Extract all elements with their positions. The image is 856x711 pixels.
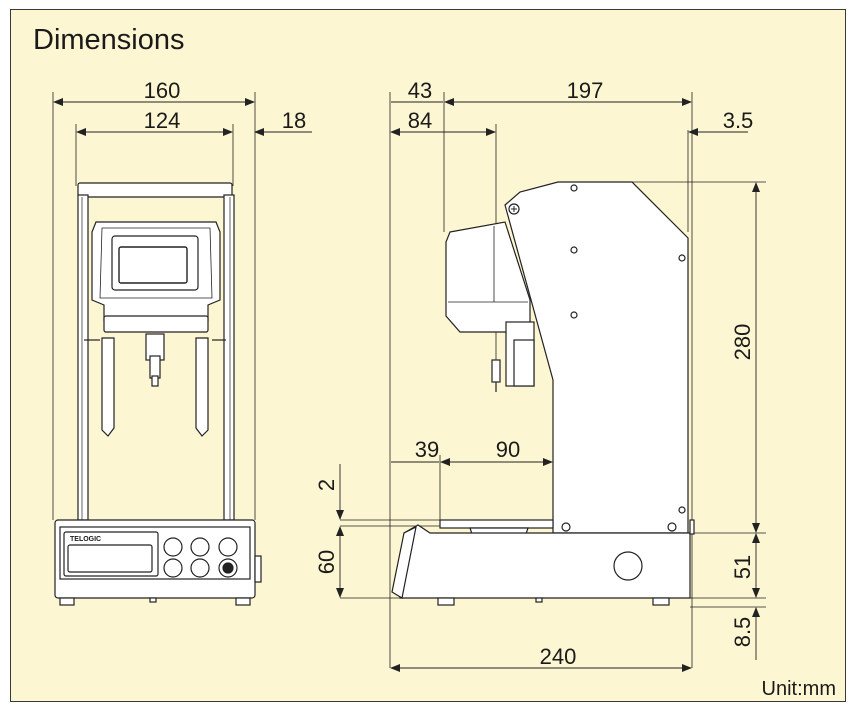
dim-label-head-overhang: 43 bbox=[408, 78, 432, 103]
dim-label-head-depth: 197 bbox=[567, 78, 604, 103]
dim-label-base-height: 60 bbox=[314, 550, 339, 574]
front-machine-body bbox=[54, 182, 262, 606]
side-machine-body bbox=[391, 181, 695, 606]
dim-label-stage-offset: 39 bbox=[415, 437, 439, 462]
dim-label-stage-depth: 90 bbox=[496, 437, 520, 462]
dim-label-foot-height: 8.5 bbox=[730, 617, 755, 648]
dim-label-side-offset: 18 bbox=[282, 108, 306, 133]
dim-label-height-upper: 280 bbox=[730, 324, 755, 361]
dim-label-indenter-offset: 84 bbox=[408, 108, 432, 133]
page-title: Dimensions bbox=[33, 24, 185, 56]
dim-label-total-depth: 240 bbox=[540, 644, 577, 669]
dim-label-rear-offset: 3.5 bbox=[723, 108, 754, 133]
unit-label: Unit:mm bbox=[761, 678, 836, 700]
dim-label-width-inner: 124 bbox=[144, 108, 181, 133]
front-view: 160 124 18 bbox=[52, 78, 312, 606]
dim-label-stage-thickness: 2 bbox=[314, 479, 339, 491]
panel-brand-label: TELOGIC bbox=[70, 536, 101, 543]
dim-label-width-total: 160 bbox=[144, 78, 181, 103]
side-view: 43 197 84 3.5 39 90 240 280 51 8.5 2 60 bbox=[314, 78, 766, 672]
dim-label-base-side: 51 bbox=[730, 555, 755, 579]
